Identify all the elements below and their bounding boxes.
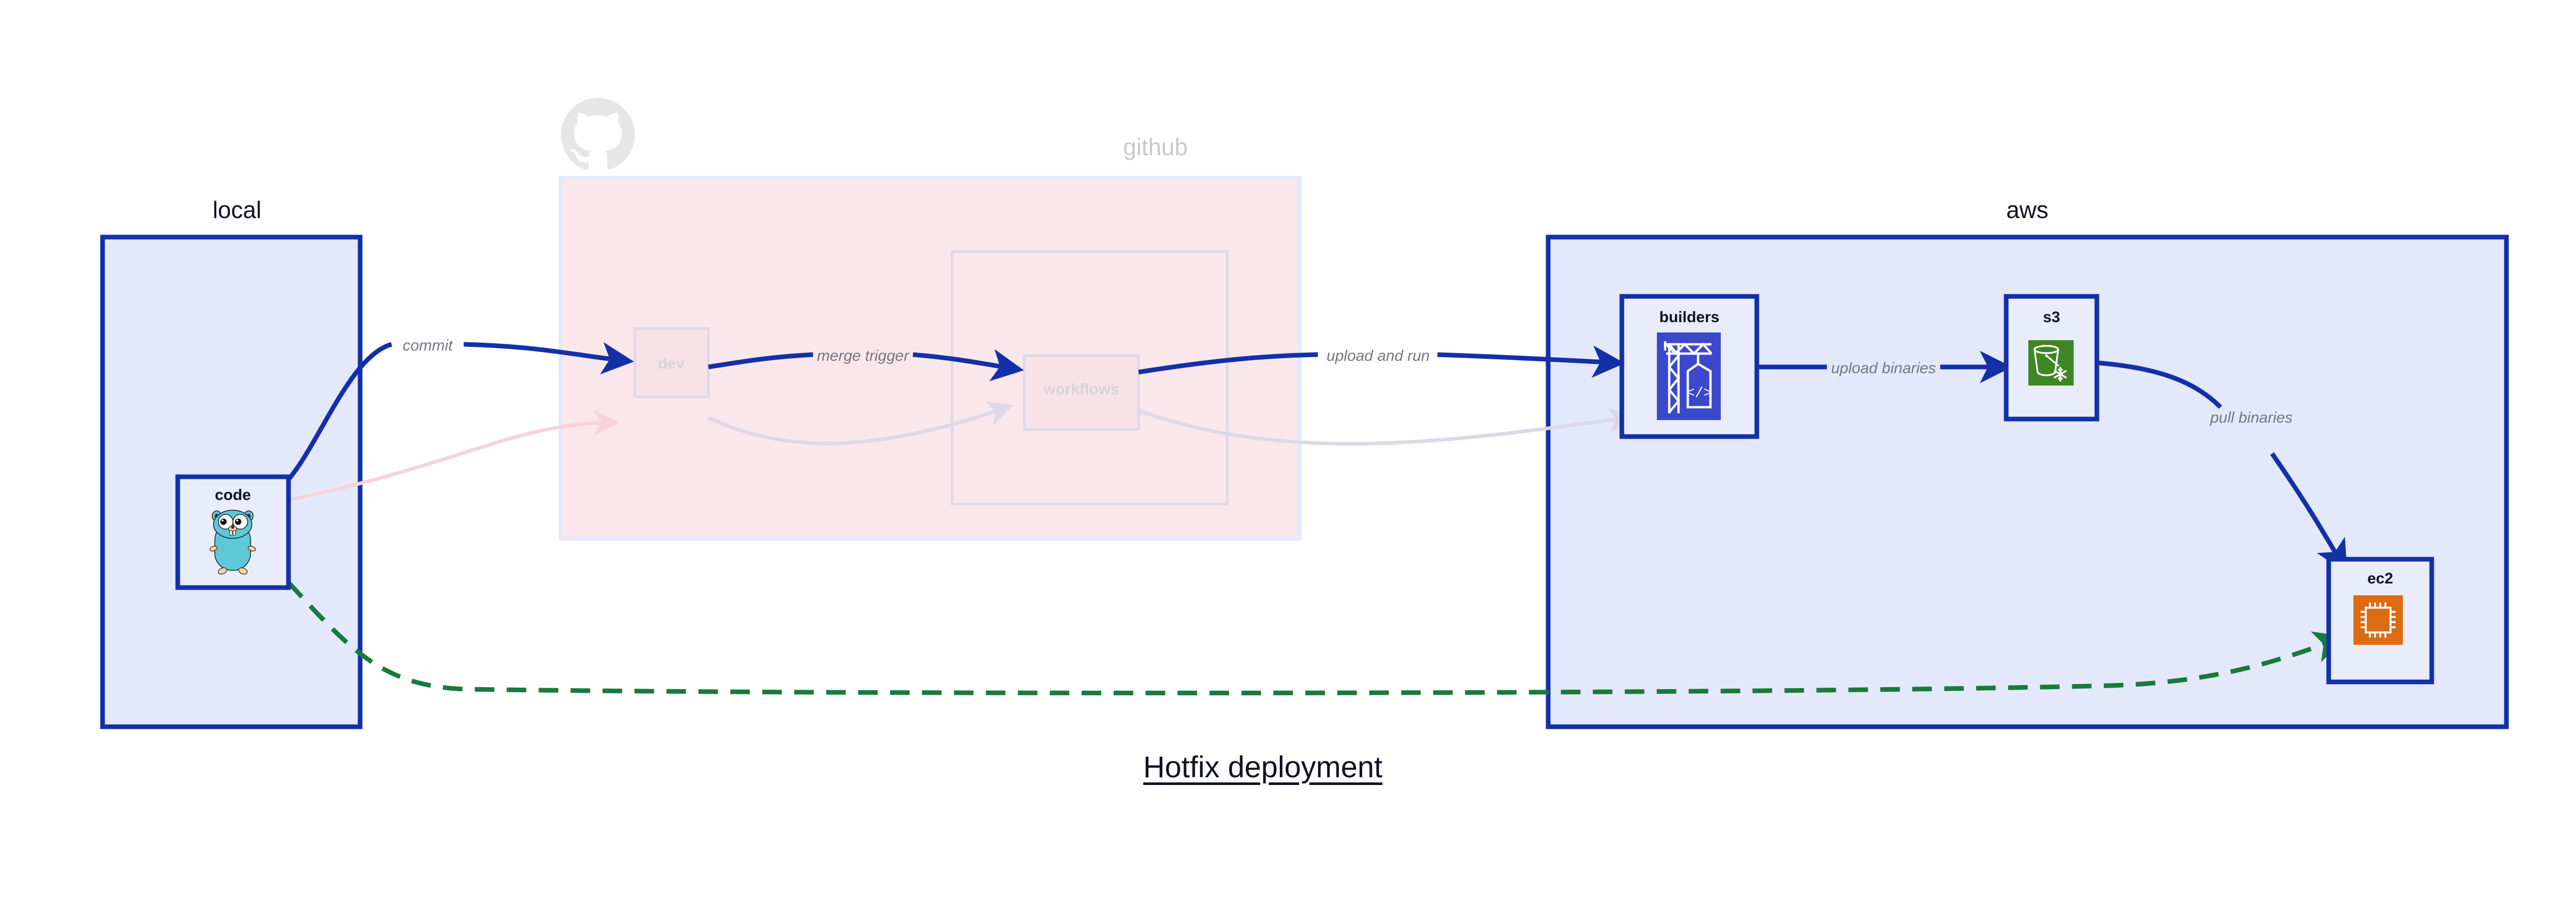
group-label-github: github <box>1123 133 1188 160</box>
aws-ec2-chip-icon <box>2353 595 2403 645</box>
local-container-rect <box>100 235 363 729</box>
node-s3-label: s3 <box>2043 309 2060 326</box>
node-builders[interactable]: builders <box>1619 294 1759 439</box>
edge-pull-binaries-segment-a <box>2098 360 2223 409</box>
edge-label-upload-binaries: upload binaries <box>1831 360 1936 377</box>
edge-label-pull-binaries: pull binaries <box>2210 409 2293 426</box>
edge-upload-run-segment-a <box>1138 352 1318 375</box>
node-code-label: code <box>215 487 251 504</box>
page-title: Hotfix deployment <box>1143 750 1383 784</box>
edge-commit-segment-b <box>463 342 634 375</box>
edge-commit-segment-a <box>286 342 393 481</box>
go-gopher-icon <box>209 510 256 575</box>
node-dev-label: dev <box>658 355 685 372</box>
node-dev-box[interactable] <box>633 327 710 398</box>
group-container-local <box>100 235 363 729</box>
edge-merge-trigger-segment-a <box>708 352 814 370</box>
edge-upload-run-segment-b <box>1437 345 1625 378</box>
ghost-edges-layer <box>288 402 1635 502</box>
edge-label-merge-trigger: merge trigger <box>817 347 909 364</box>
edge-merge-trigger-segment-b <box>912 349 1024 381</box>
github-octocat-icon <box>561 98 635 170</box>
code-brackets-glyph: </> <box>1686 386 1712 402</box>
group-label-aws: aws <box>2006 196 2048 223</box>
main-edges-layer: commit merge trigger upload and run uplo… <box>286 337 2347 696</box>
group-label-local: local <box>212 196 262 223</box>
node-builders-label: builders <box>1659 309 1720 326</box>
aws-s3-bucket-glacier-icon <box>2028 340 2074 386</box>
node-workflows-box[interactable] <box>1023 354 1140 431</box>
node-dev[interactable]: dev <box>633 327 710 398</box>
edge-label-upload-and-run: upload and run <box>1327 347 1430 364</box>
node-ec2[interactable]: ec2 <box>2326 557 2434 684</box>
ghost-edge-workflows-builders <box>1135 407 1635 446</box>
node-workflows-label: workflows <box>1043 381 1120 398</box>
node-code[interactable]: code <box>175 474 291 590</box>
edge-hotfix-direct-dashed <box>286 580 2347 696</box>
node-workflows[interactable]: workflows <box>1023 354 1140 431</box>
ghost-edge-dev-workflows <box>707 402 1013 445</box>
aws-codebuild-crane-icon: </> <box>1657 332 1721 420</box>
node-ec2-box[interactable] <box>2326 557 2434 684</box>
edge-pull-binaries-segment-b <box>2270 452 2347 573</box>
node-s3[interactable]: s3 <box>2004 294 2099 422</box>
ghost-edge-code-dev <box>288 410 620 502</box>
node-ec2-label: ec2 <box>2367 570 2393 587</box>
master-subcontainer-rect <box>951 250 1229 506</box>
edge-label-commit: commit <box>403 337 453 354</box>
